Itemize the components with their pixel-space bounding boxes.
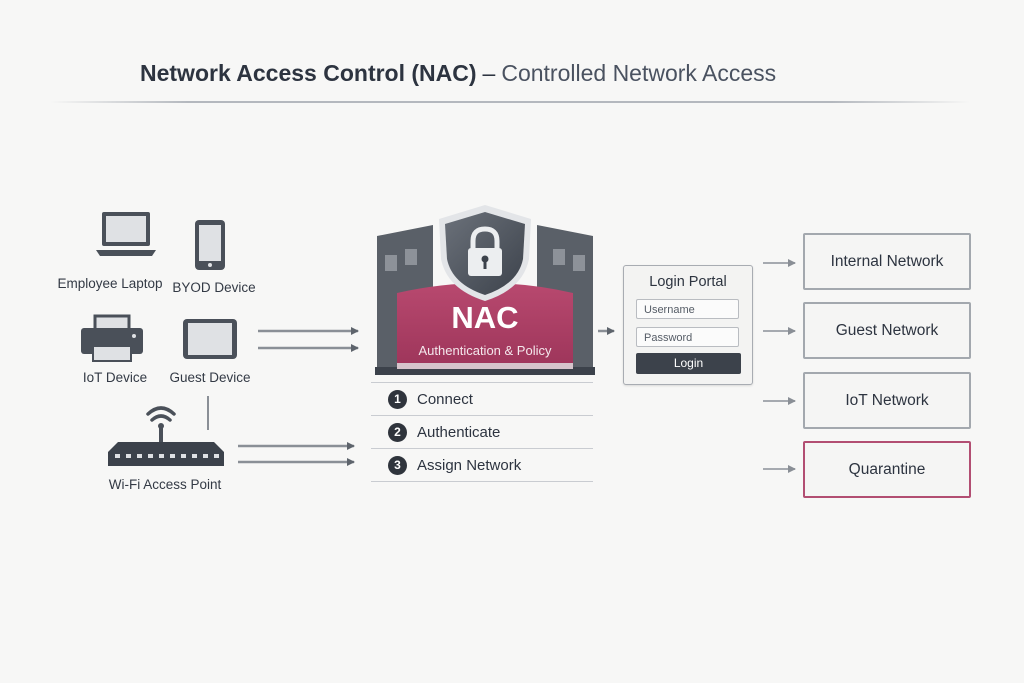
- step-number-badge: 1: [388, 389, 407, 409]
- network-guest: Guest Network: [803, 302, 971, 359]
- device-connector-line: [207, 396, 209, 430]
- step-number-badge: 3: [388, 455, 407, 475]
- tablet-icon: [183, 319, 237, 359]
- login-portal-title: Login Portal: [649, 274, 727, 290]
- step-authenticate: 2 Authenticate: [371, 415, 593, 448]
- network-quarantine: Quarantine: [803, 441, 971, 498]
- printer-icon: [81, 314, 143, 362]
- step-number-badge: 2: [388, 422, 407, 442]
- title-divider: [50, 101, 970, 103]
- device-label-byod-device: BYOD Device: [172, 280, 256, 295]
- password-field[interactable]: Password: [636, 327, 739, 347]
- phone-icon: [195, 220, 225, 270]
- title-main: Network Access Control (NAC): [140, 60, 477, 86]
- nac-name: NAC: [451, 300, 519, 335]
- login-portal: Login Portal Username Password Login: [623, 265, 753, 385]
- title-separator: –: [482, 60, 496, 86]
- step-label: Authenticate: [417, 423, 501, 441]
- wifi-access-point-icon: [108, 406, 224, 466]
- nac-gateway-graphic: [375, 205, 595, 375]
- device-label-employee-laptop: Employee Laptop: [57, 276, 163, 291]
- device-label-wifi-access-point: Wi-Fi Access Point: [108, 477, 222, 492]
- username-field[interactable]: Username: [636, 299, 739, 319]
- step-assign-network: 3 Assign Network: [371, 448, 593, 482]
- step-label: Connect: [417, 390, 473, 408]
- nac-caption: Authentication & Policy: [418, 343, 552, 358]
- network-iot: IoT Network: [803, 372, 971, 429]
- step-label: Assign Network: [417, 456, 522, 474]
- network-internal: Internal Network: [803, 233, 971, 290]
- device-label-guest-device: Guest Device: [169, 370, 251, 385]
- diagram-title: Network Access Control (NAC)–Controlled …: [140, 60, 776, 87]
- device-label-iot-device: IoT Device: [82, 370, 148, 385]
- step-connect: 1 Connect: [371, 382, 593, 415]
- title-subtitle: Controlled Network Access: [501, 60, 777, 86]
- laptop-icon: [96, 212, 156, 256]
- login-button[interactable]: Login: [636, 353, 741, 374]
